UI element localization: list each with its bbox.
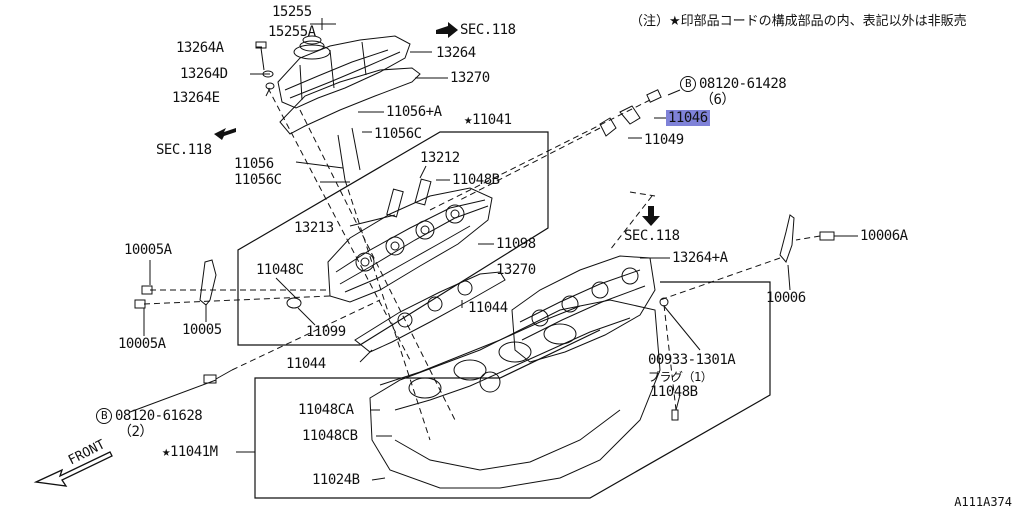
label-11048ca[interactable]: 11048CA [298, 402, 354, 418]
label-11041m[interactable]: ★11041M [162, 444, 218, 460]
arrow-sec118-top [436, 22, 458, 38]
label-15255[interactable]: 15255 [272, 4, 312, 20]
label-10005a-top[interactable]: 10005A [124, 242, 172, 258]
label-11048c[interactable]: 11048C [256, 262, 304, 278]
label-sec118-left[interactable]: SEC.118 [156, 142, 212, 158]
bolt-symbol-b: B [680, 76, 696, 92]
label-11056c-left[interactable]: 11056C [234, 172, 282, 188]
bracket-10005-drawing [199, 259, 217, 306]
label-bolt-top-qty: （6） [700, 92, 735, 108]
arrow-sec118-mid [642, 206, 660, 226]
head-gasket-drawing [354, 271, 506, 353]
box-11041m [254, 281, 771, 499]
figure-code: A111A374 [954, 495, 1012, 509]
box-11041 [237, 131, 549, 346]
label-10006a[interactable]: 10006A [860, 228, 908, 244]
label-bolt-bottom-qty: （2） [118, 424, 153, 440]
label-11056c-right[interactable]: 11056C [374, 126, 422, 142]
label-sec118-top[interactable]: SEC.118 [460, 22, 516, 38]
label-11044-bottom[interactable]: 11044 [286, 356, 326, 372]
front-arrow [33, 451, 113, 487]
label-13264[interactable]: 13264 [436, 45, 476, 61]
label-11046-highlighted[interactable]: 11046 [666, 110, 710, 126]
star-icon-11041m: ★ [162, 444, 170, 460]
label-plug-qty: プラグ（1） [648, 370, 713, 384]
label-15255a[interactable]: 15255A [268, 24, 316, 40]
bolt-symbol-b-bottom: B [96, 408, 112, 424]
label-11048cb[interactable]: 11048CB [302, 428, 358, 444]
label-13213[interactable]: 13213 [294, 220, 334, 236]
label-13264e[interactable]: 13264E [172, 90, 220, 106]
label-13264a[interactable]: 13264A [176, 40, 224, 56]
label-11044-mid[interactable]: 11044 [468, 300, 508, 316]
label-11041m-number: 11041M [169, 444, 218, 460]
label-00933-1301a[interactable]: 00933-1301A [648, 352, 736, 368]
cylinder-head-right-drawing [511, 255, 656, 363]
label-11056[interactable]: 11056 [234, 156, 274, 172]
label-13270-top[interactable]: 13270 [450, 70, 490, 86]
label-11048b-bottom[interactable]: 11048B [650, 384, 698, 400]
bolt-13264a-drawing [255, 41, 275, 90]
rocker-cover-left-drawing [277, 35, 411, 109]
label-13264d[interactable]: 13264D [180, 66, 228, 82]
label-10006[interactable]: 10006 [766, 290, 806, 306]
label-sec118-mid[interactable]: SEC.118 [624, 228, 680, 244]
note-text: （注）★印部品コードの構成部品の内、表記以外は非販売 [630, 14, 967, 29]
engine-block-drawing [369, 299, 661, 489]
label-11041-number: 11041 [471, 112, 512, 128]
sec-arrows [214, 22, 660, 226]
label-10005a-bottom[interactable]: 10005A [118, 336, 166, 352]
star-icon: ★ [464, 112, 472, 128]
label-11048b-top[interactable]: 11048B [452, 172, 500, 188]
label-11024b[interactable]: 11024B [312, 472, 360, 488]
label-10005[interactable]: 10005 [182, 322, 222, 338]
leader-lines [129, 18, 858, 481]
label-13270-mid[interactable]: 13270 [496, 262, 536, 278]
arrow-sec118-left [214, 128, 236, 140]
label-11041[interactable]: ★11041 [464, 112, 512, 128]
bracket-10006-drawing [779, 214, 795, 263]
bolt-bottom-part-number: 08120-61628 [115, 408, 203, 424]
label-13212[interactable]: 13212 [420, 150, 460, 166]
label-11099[interactable]: 11099 [306, 324, 346, 340]
cylinder-head-left-drawing [327, 187, 493, 303]
bolt-top-part-number: 08120-61428 [699, 76, 787, 92]
label-11098[interactable]: 11098 [496, 236, 536, 252]
label-11056a[interactable]: 11056+A [386, 104, 442, 120]
label-13264a-right[interactable]: 13264+A [672, 250, 728, 266]
label-11049[interactable]: 11049 [644, 132, 684, 148]
